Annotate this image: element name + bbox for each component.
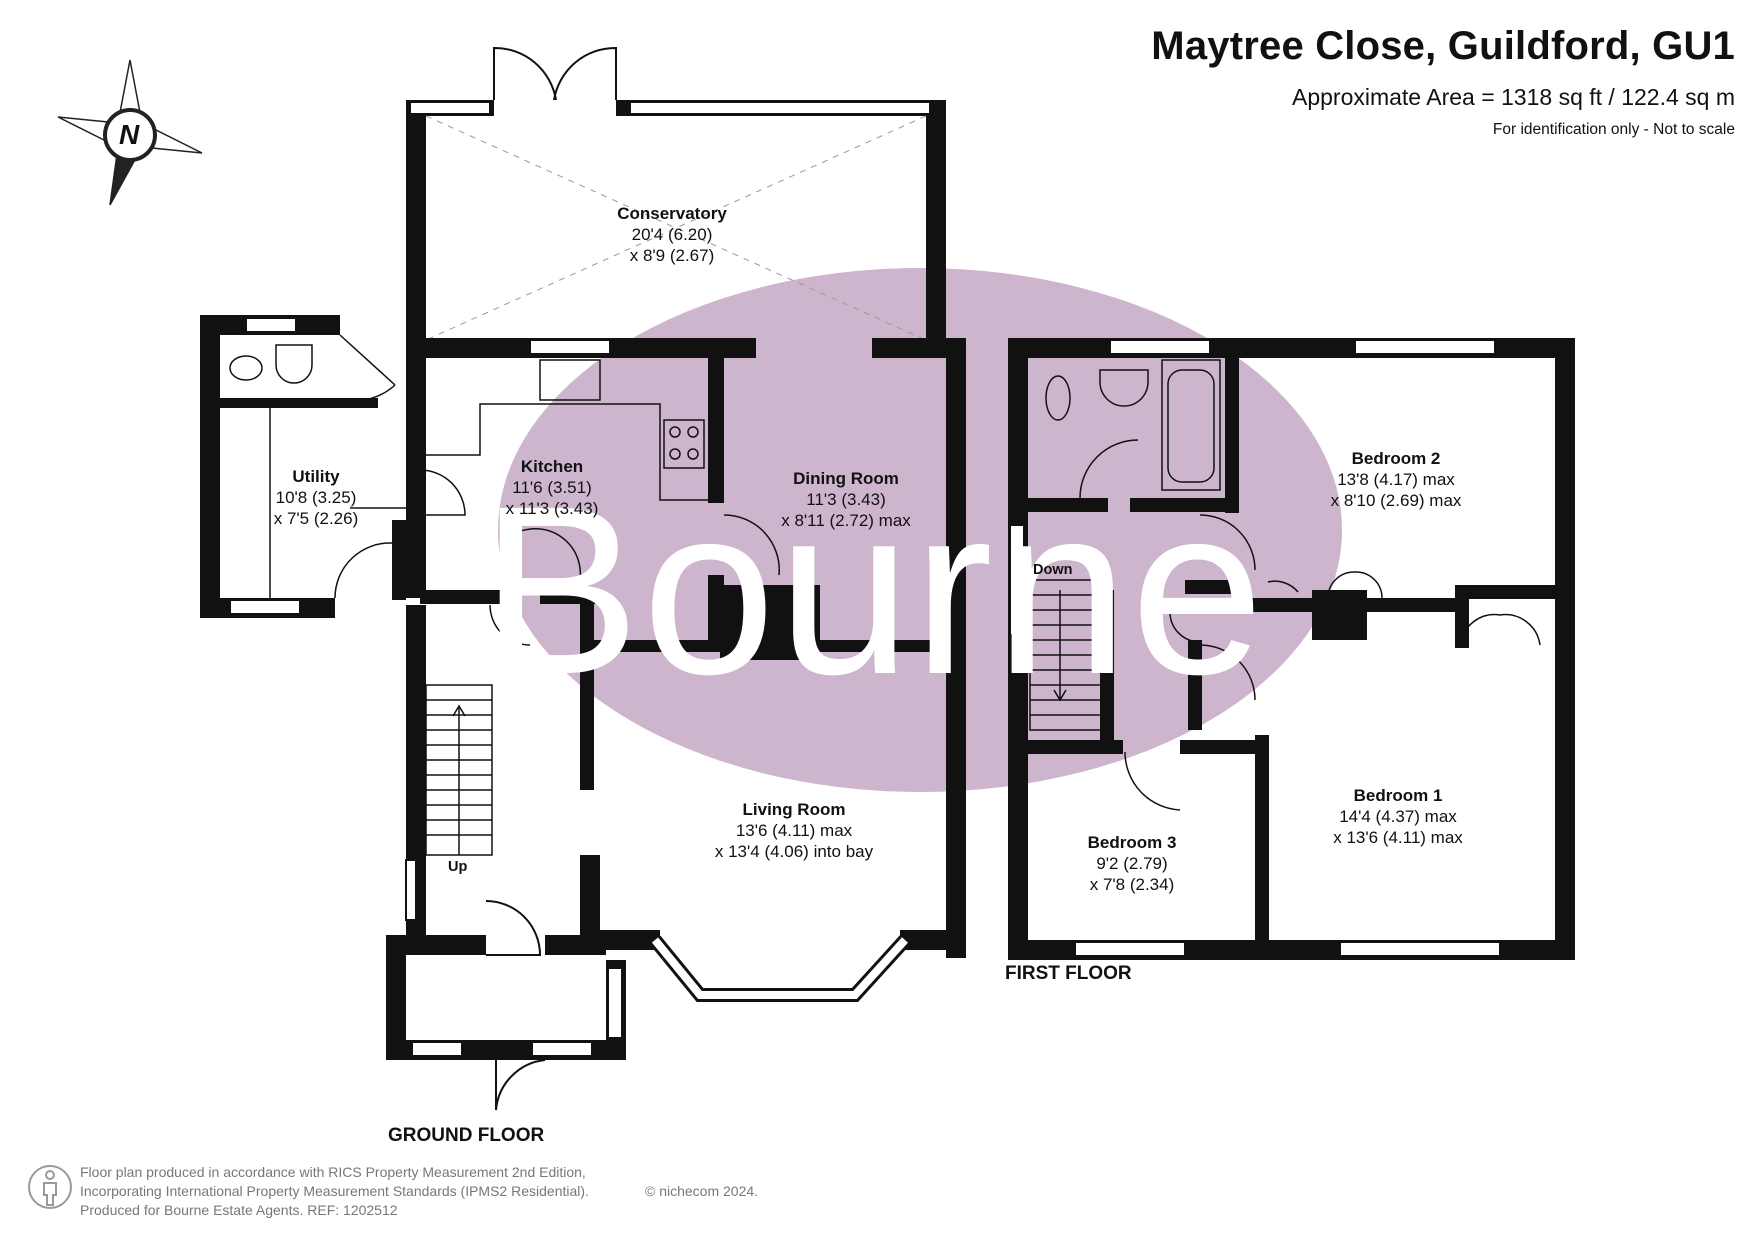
compass-north-label: N [119,119,140,150]
first-floor-plan [1008,338,1575,960]
person-icon [28,1165,72,1209]
room-conservatory: Conservatory 20'4 (6.20) x 8'9 (2.67) [617,203,727,266]
room-dining: Dining Room 11'3 (3.43) x 8'11 (2.72) ma… [781,468,911,531]
room-dim-1: 13'8 (4.17) max [1337,470,1455,489]
footer-line-3: Produced for Bourne Estate Agents. REF: … [80,1202,398,1218]
room-living: Living Room 13'6 (4.11) max x 13'4 (4.06… [715,799,873,862]
room-dim-2: x 13'6 (4.11) max [1333,828,1463,847]
room-kitchen: Kitchen 11'6 (3.51) x 11'3 (3.43) [506,456,599,519]
room-name: Kitchen [520,457,584,476]
room-dim-1: 20'4 (6.20) [631,225,713,244]
room-name: Utility [292,467,340,486]
room-bedroom-2: Bedroom 2 13'8 (4.17) max x 8'10 (2.69) … [1331,448,1462,511]
room-name: Living Room [742,800,846,819]
room-dim-1: 14'4 (4.37) max [1339,807,1457,826]
room-dim-1: 11'6 (3.51) [512,478,592,497]
room-name: Bedroom 3 [1087,833,1177,852]
room-dim-2: x 8'11 (2.72) max [781,511,911,530]
room-bedroom-3: Bedroom 3 9'2 (2.79) x 7'8 (2.34) [1088,832,1177,895]
ground-floor-label: GROUND FLOOR [388,1125,545,1146]
approximate-area: Approximate Area = 1318 sq ft / 122.4 sq… [1291,84,1735,110]
room-dim-1: 10'8 (3.25) [275,488,357,507]
room-name: Dining Room [793,469,899,488]
room-dim-2: x 13'4 (4.06) into bay [714,842,874,861]
room-dim-2: x 8'10 (2.69) max [1330,491,1462,510]
room-dim-2: x 7'5 (2.26) [273,509,359,528]
room-dim-2: x 7'8 (2.34) [1089,875,1175,894]
stairs-down-label: Down [1033,562,1073,578]
room-utility: Utility 10'8 (3.25) x 7'5 (2.26) [274,466,359,529]
footer-copyright: © nichecom 2024. [645,1183,759,1199]
room-name: Bedroom 1 [1353,786,1443,805]
footer-text: Floor plan produced in accordance with R… [80,1163,758,1220]
room-dim-1: 11'3 (3.43) [806,490,886,509]
room-name: Bedroom 2 [1351,449,1441,468]
room-bedroom-1: Bedroom 1 14'4 (4.37) max x 13'6 (4.11) … [1333,785,1463,848]
stairs-up-label: Up [448,859,468,875]
room-dim-2: x 8'9 (2.67) [629,246,715,265]
watermark-text: Bourne [480,456,1266,724]
room-dim-2: x 11'3 (3.43) [505,499,599,518]
ground-floor-plan [200,46,966,1111]
page-title: Maytree Close, Guildford, GU1 [1151,24,1735,68]
footer-line-2: Incorporating International Property Mea… [80,1183,589,1199]
room-dim-1: 9'2 (2.79) [1096,854,1168,873]
room-name: Conservatory [617,204,727,223]
disclaimer-note: For identification only - Not to scale [1492,121,1735,138]
room-dim-1: 13'6 (4.11) max [735,821,853,840]
footer-line-1: Floor plan produced in accordance with R… [80,1164,586,1180]
compass-rose [57,59,203,206]
first-floor-label: FIRST FLOOR [1005,963,1132,984]
